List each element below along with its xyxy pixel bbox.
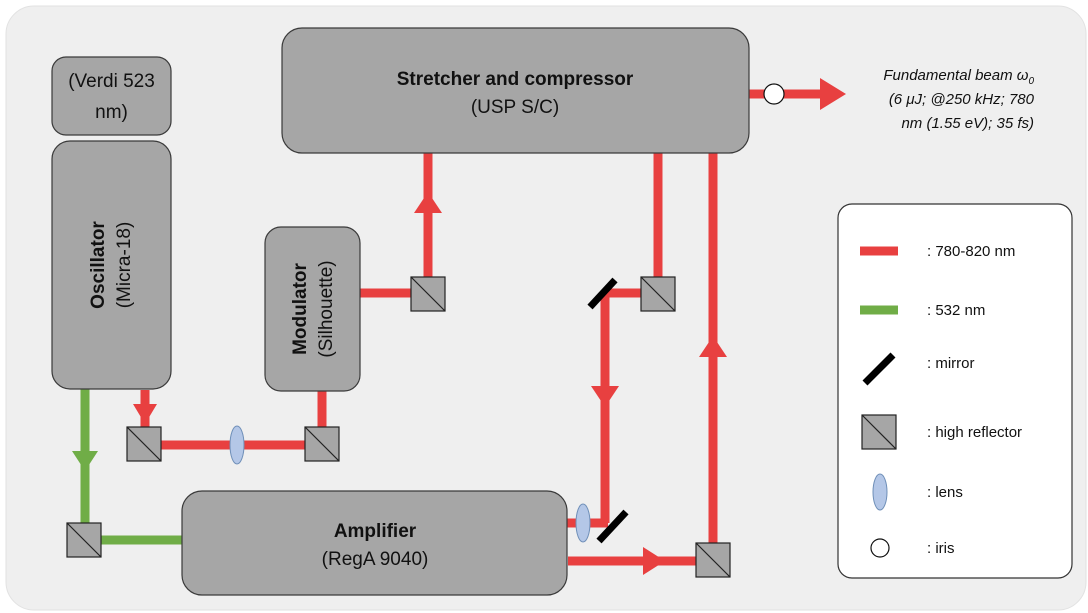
legend-label: : mirror xyxy=(927,355,975,372)
stretcher-subtitle: (USP S/C) xyxy=(471,97,559,118)
legend-label: : iris xyxy=(927,540,955,557)
mirror-icon xyxy=(596,509,629,544)
legend-label: : 532 nm xyxy=(927,302,985,319)
output-line2: (6 μJ; @250 kHz; 780 xyxy=(889,91,1035,108)
verdi-label-line1: (Verdi 523 xyxy=(68,71,155,92)
red-arrow-down xyxy=(133,404,157,424)
lens-icon xyxy=(229,425,245,465)
high-reflector-icon xyxy=(410,276,446,312)
iris-icon xyxy=(763,83,785,105)
arrowheads xyxy=(72,78,846,575)
stretcher-title: Stretcher and compressor xyxy=(397,69,634,90)
red-arrow-up xyxy=(699,336,727,357)
verdi-label-line2: nm) xyxy=(95,102,128,123)
legend-mirror-icon xyxy=(862,352,896,386)
stretcher-compressor-block: Stretcher and compressor (USP S/C) xyxy=(281,27,750,154)
legend-label: : 780-820 nm xyxy=(927,243,1015,260)
red-arrow-down xyxy=(591,386,619,407)
legend-lens-icon xyxy=(872,473,888,511)
legend-box xyxy=(837,203,1073,579)
high-reflector-icon xyxy=(66,522,102,558)
lens-icon xyxy=(575,503,591,543)
mirrors xyxy=(587,277,629,544)
lenses xyxy=(229,425,591,543)
green-arrow-down xyxy=(72,451,98,471)
legend-high-reflector-icon xyxy=(861,414,897,450)
amplifier-subtitle: (RegA 9040) xyxy=(322,549,429,570)
amplifier-block: Amplifier (RegA 9040) xyxy=(181,490,568,596)
modulator-title: Modulator xyxy=(290,262,311,354)
high-reflector-icon xyxy=(640,276,676,312)
output-arrow-right xyxy=(820,78,846,110)
legend-iris-icon xyxy=(870,538,890,558)
oscillator-title: Oscillator xyxy=(88,221,109,309)
mirror-icon xyxy=(587,277,618,310)
high-reflector-icon xyxy=(126,426,162,462)
red-arrow-up xyxy=(414,192,442,213)
high-reflector-icon xyxy=(695,542,731,578)
modulator-subtitle: (Silhouette) xyxy=(316,260,337,357)
red-arrow-right xyxy=(643,547,665,575)
legend: : 780-820 nm : 532 nm : mirror : high re… xyxy=(837,203,1073,579)
oscillator-subtitle: (Micra-18) xyxy=(114,222,135,309)
modulator-block: Modulator (Silhouette) xyxy=(264,226,361,392)
amplifier-title: Amplifier xyxy=(334,521,417,542)
output-line1: Fundamental beam ω0 xyxy=(883,67,1034,87)
output-line3: nm (1.55 eV); 35 fs) xyxy=(901,115,1034,132)
oscillator-block: Oscillator (Micra-18) xyxy=(51,140,172,390)
legend-label: : high reflector xyxy=(927,424,1022,441)
verdi-block: (Verdi 523 nm) xyxy=(51,56,172,136)
legend-label: : lens xyxy=(927,484,963,501)
high-reflector-icon xyxy=(304,426,340,462)
background-panel xyxy=(5,5,1087,611)
output-annotation: Fundamental beam ω0 (6 μJ; @250 kHz; 780… xyxy=(883,67,1034,132)
high-reflectors xyxy=(66,276,731,578)
